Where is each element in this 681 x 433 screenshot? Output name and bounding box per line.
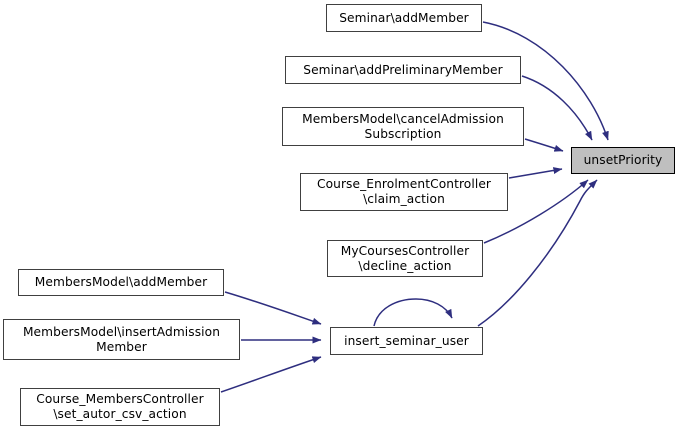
node-unsetpriority[interactable]: unsetPriority: [571, 147, 675, 174]
edge-seminar-addpreliminarymember-to-unsetpriority: [521, 75, 593, 141]
node-label: MembersModel\insertAdmission Member: [22, 324, 221, 354]
edge-declineaction-to-unsetpriority: [483, 179, 589, 244]
edge-membersmodel-addmember-to-insertseminaruser: [224, 291, 322, 325]
node-seminar-addpreliminarymember[interactable]: Seminar\addPreliminaryMember: [285, 56, 521, 84]
node-label: unsetPriority: [583, 153, 663, 167]
node-label: Course_MembersController \set_autor_csv_…: [36, 392, 204, 421]
node-label: MembersModel\addMember: [34, 275, 208, 289]
node-course-memberscontroller-set-autor-csv-action[interactable]: Course_MembersController \set_autor_csv_…: [20, 388, 220, 426]
node-course-enrolmentcontroller-claim-action[interactable]: Course_EnrolmentController \claim_action: [300, 173, 508, 211]
node-insert-seminar-user[interactable]: insert_seminar_user: [330, 327, 483, 355]
node-membersmodel-insertadmissionmember[interactable]: MembersModel\insertAdmission Member: [3, 319, 240, 360]
node-label: Seminar\addMember: [339, 10, 469, 25]
node-membersmodel-addmember[interactable]: MembersModel\addMember: [18, 269, 224, 296]
node-label: insert_seminar_user: [344, 333, 469, 348]
node-label: MyCoursesController \decline_action: [340, 243, 470, 273]
edge-setautorcsvaction-to-insertseminaruser: [220, 356, 322, 393]
edge-insertseminaruser-self-loop: [373, 298, 453, 327]
edge-claimaction-to-unsetpriority: [508, 167, 563, 179]
edge-canceladmissionsubscription-to-unsetpriority: [524, 138, 564, 152]
node-label: MembersModel\cancelAdmission Subscriptio…: [302, 111, 504, 141]
edge-insertseminaruser-to-unsetpriority: [477, 179, 598, 327]
edge-seminar-addmember-to-unsetpriority: [482, 21, 609, 141]
node-seminar-addmember[interactable]: Seminar\addMember: [326, 4, 482, 32]
node-membersmodel-canceladmissionsubscription[interactable]: MembersModel\cancelAdmission Subscriptio…: [282, 107, 524, 146]
node-label: Course_EnrolmentController \claim_action: [316, 177, 492, 206]
node-mycoursescontroller-decline-action[interactable]: MyCoursesController \decline_action: [327, 240, 483, 277]
node-label: Seminar\addPreliminaryMember: [303, 62, 503, 77]
